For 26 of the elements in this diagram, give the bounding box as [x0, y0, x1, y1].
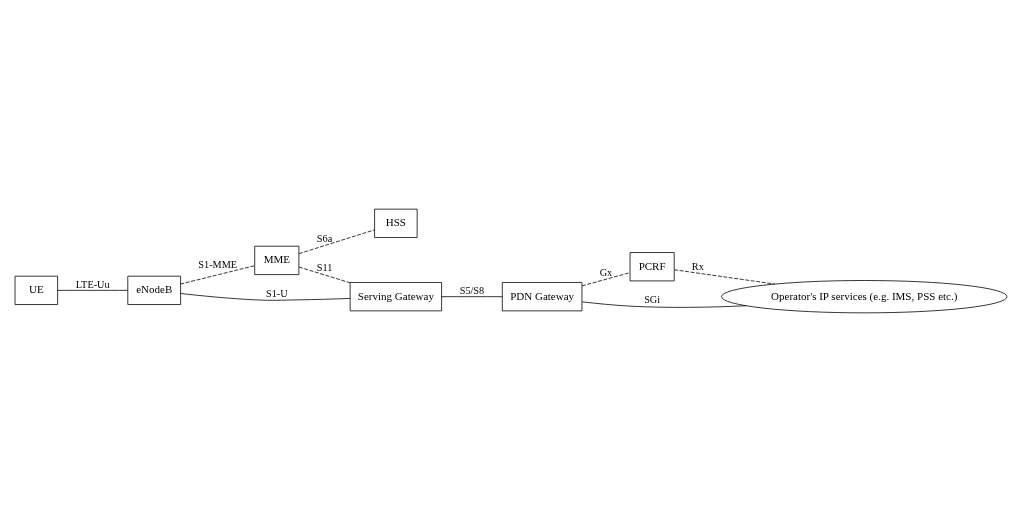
connector	[180, 293, 351, 301]
edge-label: SGi	[644, 294, 661, 306]
connector	[581, 272, 631, 287]
edge-label: Gx	[599, 266, 613, 278]
node-box: HSS	[374, 208, 418, 238]
edge-label: S1-MME	[198, 258, 238, 270]
node-box: PDN Gateway	[501, 282, 583, 312]
connector	[298, 266, 351, 284]
node-box: Serving Gateway	[349, 282, 442, 312]
node-ellipse: Operator's IP services (e.g. IMS, PSS etc.)	[721, 280, 1008, 314]
node-box: UE	[14, 275, 58, 305]
connector	[673, 269, 776, 285]
edge-label: LTE-Uu	[75, 278, 110, 290]
node-box: MME	[254, 245, 300, 275]
edge-label: S11	[316, 261, 333, 273]
node-box: PCRF	[629, 252, 675, 282]
connector	[298, 229, 375, 254]
edge-label: S6a	[316, 232, 333, 244]
node-box: eNodeB	[127, 275, 181, 305]
edge-label: S5/S8	[459, 284, 485, 296]
edge-label: Rx	[691, 261, 704, 273]
connector	[180, 265, 255, 285]
connector	[57, 289, 128, 291]
connector	[581, 301, 747, 308]
edge-label: S1-U	[265, 287, 288, 299]
connector	[441, 296, 503, 298]
